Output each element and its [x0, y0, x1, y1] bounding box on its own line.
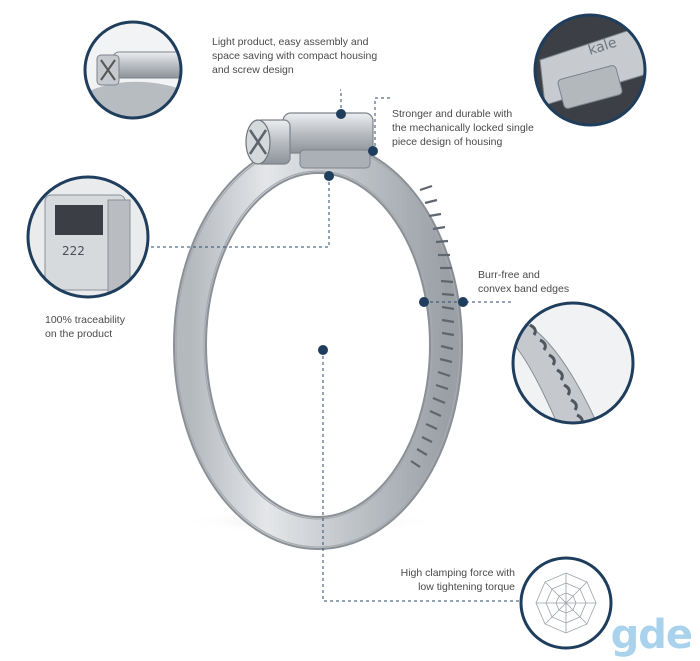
- callout-edges-line-2: convex band edges: [478, 283, 570, 295]
- callout-housing: Light product, easy assembly and space s…: [212, 35, 377, 77]
- screw-housing: [245, 112, 374, 169]
- dot-locked: [368, 146, 378, 156]
- callout-locked-line-1: Stronger and durable with: [392, 108, 513, 120]
- dot-housing: [336, 109, 346, 119]
- callout-traceability-line-1: 100% traceability: [45, 314, 125, 326]
- locked-housing-detail-icon: kale: [533, 13, 647, 127]
- dot-traceability: [324, 171, 334, 181]
- callout-dots: [318, 109, 468, 355]
- dot-edges-left: [419, 297, 429, 307]
- radar-chart-icon: [519, 556, 613, 650]
- callout-traceability: 100% traceability on the product: [45, 313, 125, 341]
- traceability-stamp-icon: 222: [26, 175, 150, 299]
- callout-clamping-line-2: low tightening torque: [418, 581, 515, 593]
- callout-locked: Stronger and durable with the mechanical…: [392, 107, 534, 149]
- callout-locked-line-2: the mechanically locked single: [392, 122, 534, 134]
- band-perforations: [410, 184, 455, 468]
- callout-housing-line-3: and screw design: [212, 64, 294, 76]
- callout-housing-line-2: space saving with compact housing: [212, 50, 378, 62]
- watermark-logo: gde: [610, 612, 693, 658]
- callout-housing-line-1: Light product, easy assembly and: [212, 36, 369, 48]
- callout-edges-line-1: Burr-free and: [478, 269, 540, 281]
- stamp-code: 222: [62, 244, 85, 258]
- dot-clamping: [318, 345, 328, 355]
- leader-locked: [373, 97, 390, 151]
- hose-clamp: [173, 140, 463, 550]
- dot-edges-right: [458, 297, 468, 307]
- band-edge-detail-icon: [511, 301, 635, 425]
- callout-edges: Burr-free and convex band edges: [478, 268, 569, 296]
- leader-housing: [340, 89, 342, 114]
- callout-traceability-line-2: on the product: [45, 328, 113, 340]
- callout-clamping: High clamping force with low tightening …: [401, 566, 515, 594]
- screw-housing-detail-icon: [83, 20, 183, 120]
- callout-locked-line-3: piece design of housing: [392, 136, 503, 148]
- callout-clamping-line-1: High clamping force with: [400, 567, 515, 579]
